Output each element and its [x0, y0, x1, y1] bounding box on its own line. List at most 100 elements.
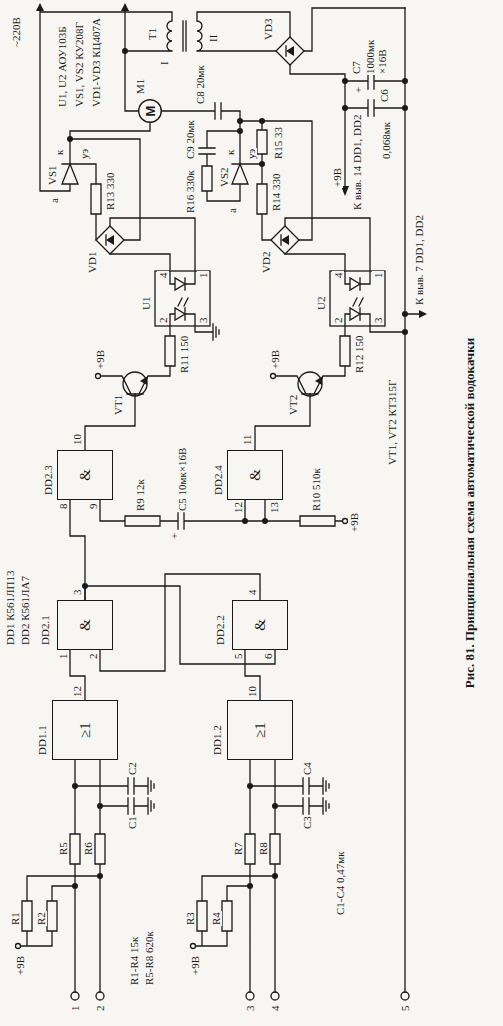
- part-label: К выв. 7 DD1, DD2: [413, 214, 425, 306]
- diode-bridge: [271, 226, 299, 254]
- part-label: R2: [35, 911, 47, 926]
- part-label: R14 330: [270, 172, 282, 212]
- part-label: 10: [71, 433, 83, 446]
- part-label: к: [53, 149, 65, 156]
- thyristor-symbol: [232, 164, 248, 184]
- part-label: 4: [157, 272, 169, 280]
- part-label: К выв. 14 DD1, DD2: [351, 114, 363, 211]
- part-label: DD2.3: [42, 464, 54, 496]
- part-label: 6: [262, 653, 274, 661]
- part-label: 3: [71, 589, 83, 597]
- part-label: +9В: [331, 167, 343, 188]
- part-label: C2: [126, 761, 138, 776]
- part-label: C4: [301, 761, 313, 776]
- node-text: &: [248, 469, 263, 481]
- part-label: 4: [246, 589, 258, 597]
- diode-symbol: [286, 46, 294, 56]
- led-symbol: [350, 308, 360, 320]
- power-wires: [40, 8, 420, 314]
- input-wires: [20, 8, 405, 992]
- solid-marks: [16, 3, 428, 949]
- supply-terminal: [191, 944, 196, 949]
- part-label: R7: [232, 841, 244, 856]
- node-text: ≥1: [253, 722, 268, 738]
- part-label: VS2: [218, 166, 230, 188]
- part-label: а: [48, 197, 60, 204]
- part-label: 3: [197, 317, 209, 325]
- part-label: 1: [372, 272, 384, 280]
- part-label: R3: [184, 911, 196, 926]
- part-label: C5 10мк×16В: [176, 447, 188, 512]
- emitter-arrow: [315, 376, 323, 385]
- part-label: 2: [157, 317, 169, 325]
- part-label: DD1 К561ЛП13: [4, 570, 16, 646]
- part-label: DD2 К561ЛА7: [19, 575, 31, 646]
- supply-terminal: [343, 519, 348, 524]
- supply-arrow: [419, 310, 427, 318]
- node-text: &: [253, 619, 268, 631]
- part-label: C1: [126, 815, 138, 830]
- part-label: R1-R4 15к: [128, 936, 140, 986]
- part-label: DD2.4: [212, 464, 224, 496]
- photothyristor-symbol: [175, 278, 185, 290]
- led-symbol: [175, 308, 185, 320]
- logic-wires: [85, 394, 342, 529]
- part-label: U1, U2 АОУ103Б: [56, 26, 68, 108]
- part-label: C3: [301, 815, 313, 830]
- component-bodies: [71, 271, 409, 1000]
- part-label: R6: [82, 841, 94, 856]
- part-label: C9 20мк: [184, 119, 196, 160]
- part-label: уэ: [245, 148, 257, 160]
- mains-arrow: [36, 3, 44, 11]
- diode-symbol: [281, 235, 289, 245]
- part-label: VD1-VD3 КЦ407А: [90, 17, 102, 108]
- part-label: R10 510к: [310, 467, 322, 512]
- mains-arrow: [121, 3, 129, 11]
- logic-gate: ≥1: [227, 700, 293, 760]
- part-label: 12: [232, 501, 244, 514]
- part-label: 5: [399, 1005, 411, 1013]
- part-label: R16 330к: [184, 169, 196, 214]
- part-label: DD1.2: [211, 724, 223, 756]
- part-label: 3: [372, 317, 384, 325]
- part-label: II: [207, 34, 219, 43]
- part-label: +9В: [269, 349, 281, 370]
- part-label: T1: [146, 27, 158, 41]
- part-label: а: [226, 207, 238, 214]
- part-label: к: [224, 149, 236, 156]
- part-label: VT1: [112, 394, 124, 416]
- part-label: 8: [57, 503, 69, 511]
- supply-terminal: [271, 374, 276, 379]
- signal-wire: [70, 500, 85, 600]
- terminal: [71, 992, 79, 1000]
- part-label: +9В: [94, 349, 106, 370]
- part-label: VS1: [46, 164, 58, 186]
- part-label: VD1: [86, 251, 98, 274]
- part-label: U2: [315, 296, 327, 311]
- terminal: [96, 992, 104, 1000]
- part-label: R4: [210, 911, 222, 926]
- terminal: [401, 992, 409, 1000]
- part-label: VS1, VS2 КУ208Г: [73, 21, 85, 108]
- part-label: 5: [232, 653, 244, 661]
- diode-bar: [106, 46, 286, 245]
- part-label: DD2.2: [214, 614, 226, 646]
- part-label: C6: [378, 88, 390, 103]
- node-text: &: [78, 619, 93, 631]
- part-label: 10: [246, 685, 258, 698]
- junction-dot: [67, 48, 408, 889]
- part-label: 4: [332, 272, 344, 280]
- signal-wire: [70, 650, 85, 700]
- diode-symbol: [106, 235, 114, 245]
- node-text: ≥1: [78, 722, 93, 738]
- motor-symbol: M: [138, 99, 162, 123]
- diode-bridge: [96, 226, 124, 254]
- part-label: C7: [350, 60, 362, 75]
- part-label: 2: [94, 1005, 106, 1013]
- photothyristor-symbol: [350, 278, 360, 290]
- part-label: 1: [69, 1005, 81, 1013]
- part-label: R1: [9, 911, 21, 926]
- node-text: M: [144, 106, 157, 117]
- part-label: VD2: [260, 251, 272, 274]
- part-label: R13 330: [104, 171, 116, 211]
